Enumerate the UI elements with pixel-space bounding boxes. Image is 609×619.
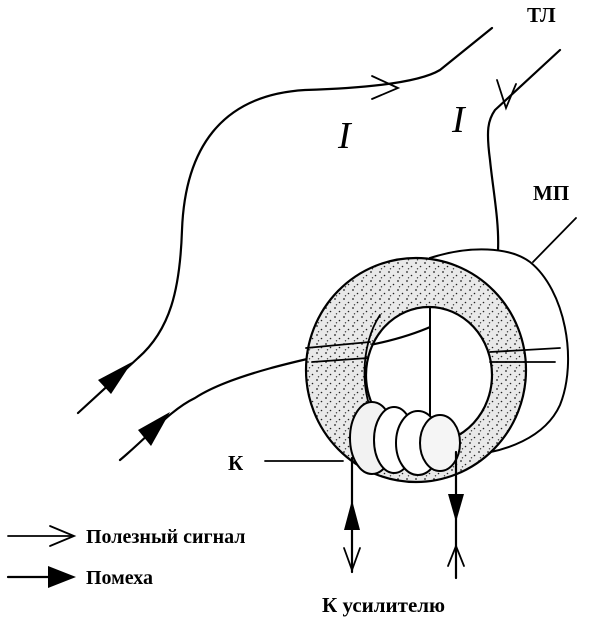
legend-open-arrow-icon	[49, 525, 77, 547]
leader-mp	[532, 217, 577, 263]
label-current-2: I	[451, 99, 467, 141]
legend: Полезный сигнал Помеха	[6, 525, 246, 589]
coil-windings	[349, 401, 461, 476]
lead-right-arrow-down	[448, 494, 464, 522]
lead-left-arrow-down	[343, 547, 361, 573]
legend-useful-signal: Полезный сигнал	[86, 526, 246, 548]
label-current-1: I	[337, 115, 353, 157]
lead-right-arrow-up	[447, 543, 465, 567]
filled-arrow-wire-inner	[138, 412, 170, 446]
lead-left-arrow-up	[344, 500, 360, 530]
label-transmission-line: ТЛ	[527, 3, 556, 27]
filled-arrow-wire-outer	[98, 362, 132, 394]
label-magnetic-core: МП	[533, 181, 569, 205]
open-arrow-wire-outer	[371, 75, 401, 100]
legend-filled-arrow-icon	[48, 566, 76, 588]
label-coil: К	[228, 451, 244, 475]
legend-interference: Помеха	[86, 567, 153, 589]
label-to-amplifier: К усилителю	[322, 593, 445, 617]
wire-inner	[118, 48, 562, 462]
open-arrow-wire-inner	[496, 79, 517, 111]
